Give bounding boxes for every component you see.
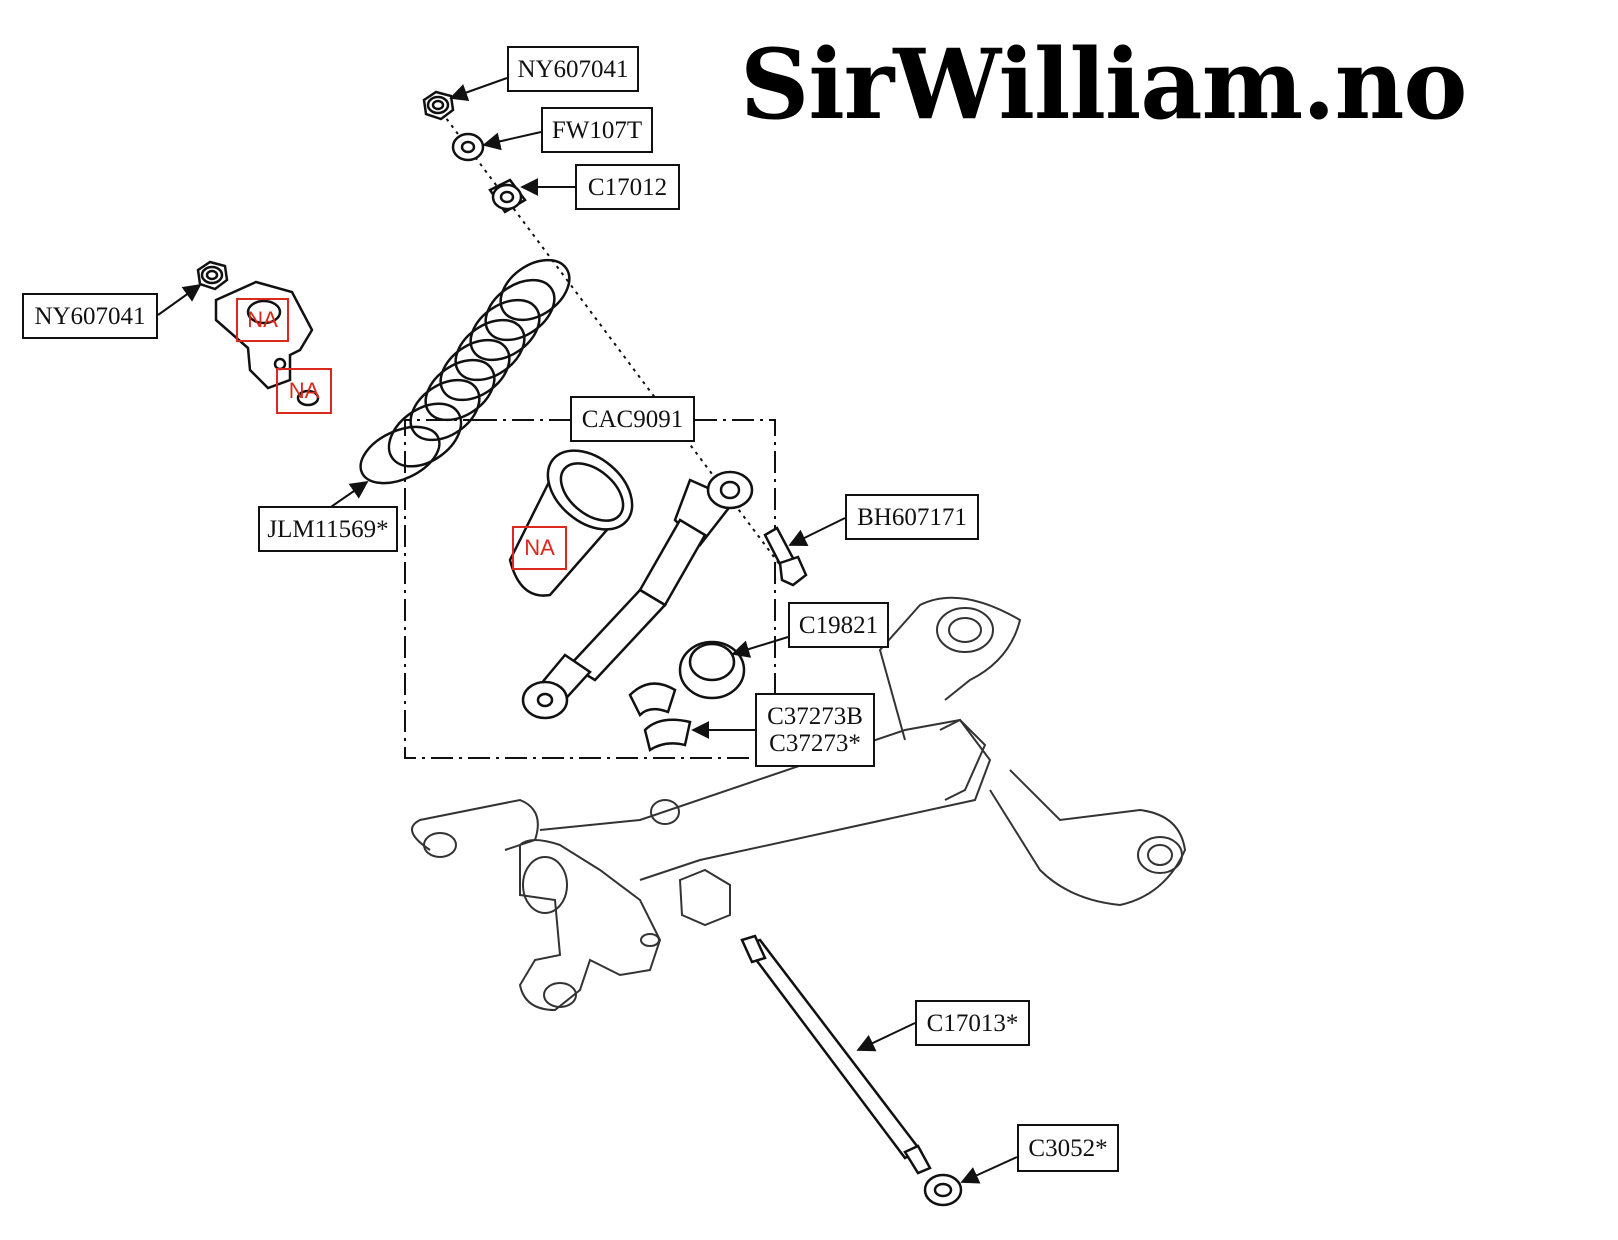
label-fw107t[interactable]: FW107T (541, 107, 653, 153)
nyloc-nut-top (422, 90, 455, 121)
shock-gaiter (508, 449, 634, 597)
label-ny607041-left[interactable]: NY607041 (22, 293, 158, 339)
lower-wishbone (411, 596, 1187, 1012)
label-jlm11569[interactable]: JLM11569* (258, 506, 398, 552)
rubber-bush (678, 640, 746, 700)
na-mark-bracket-top: NA (236, 298, 289, 342)
leader-ny607041-left (157, 283, 202, 316)
flat-washer (451, 132, 485, 162)
spacer-bush (488, 178, 527, 214)
split-bush (628, 682, 692, 753)
label-c17012[interactable]: C17012 (575, 164, 680, 210)
label-c3052[interactable]: C3052* (1017, 1124, 1119, 1172)
leader-c3052 (960, 1156, 1018, 1184)
pivot-pin (740, 934, 932, 1175)
label-c37273[interactable]: C37273B C37273* (755, 693, 875, 767)
label-c17013[interactable]: C17013* (915, 1000, 1030, 1046)
coil-spring (359, 258, 571, 485)
shock-absorber (521, 470, 754, 720)
label-bh607171[interactable]: BH607171 (845, 494, 979, 540)
brand-logo: SirWilliam.no (740, 28, 1467, 141)
leader-c17013 (856, 1022, 916, 1052)
leader-bh607171 (788, 517, 846, 546)
na-mark-gaiter: NA (512, 526, 567, 570)
pin-washer (923, 1173, 963, 1207)
label-c37273b-line: C37273B (767, 703, 863, 730)
nyloc-nut-left (196, 260, 229, 291)
leader-arrows (157, 77, 1018, 1184)
leader-c19821 (731, 636, 789, 658)
label-c19821[interactable]: C19821 (788, 602, 889, 648)
leader-jlm11569 (327, 480, 369, 510)
leader-fw107t (482, 131, 542, 151)
label-ny607041-top[interactable]: NY607041 (507, 46, 639, 92)
kit-boundary (404, 419, 776, 759)
na-mark-bracket-bottom: NA (276, 368, 332, 414)
label-c37273-line: C37273* (769, 730, 861, 757)
hex-bolt (763, 526, 808, 587)
label-cac9091[interactable]: CAC9091 (570, 396, 695, 442)
leader-ny607041-top (449, 77, 508, 102)
